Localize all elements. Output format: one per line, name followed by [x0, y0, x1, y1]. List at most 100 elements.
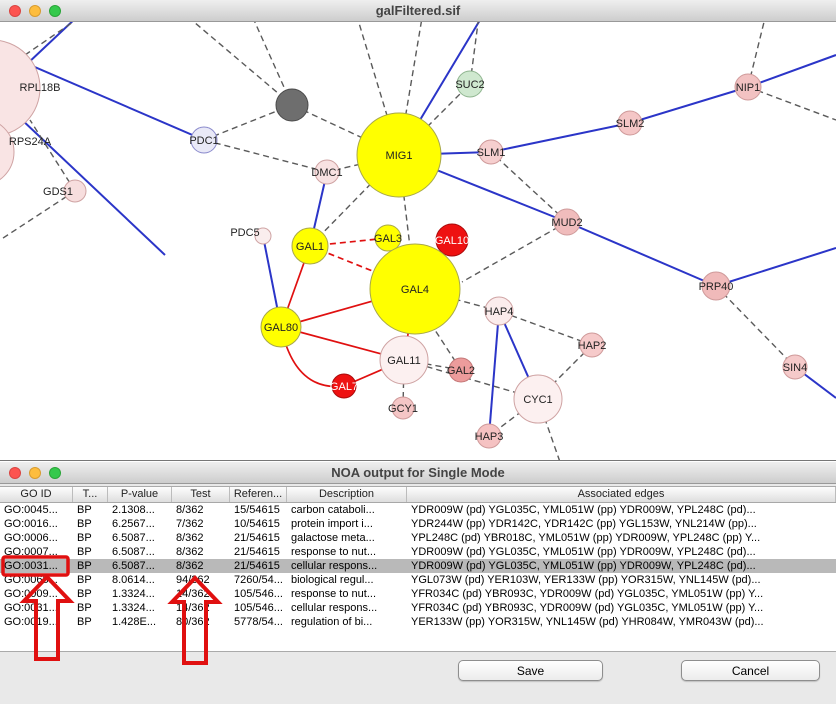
table-cell: GO:0019...	[4, 616, 58, 628]
table-cell: 1.3324...	[112, 602, 155, 614]
node-prp40[interactable]	[701, 271, 731, 301]
network-canvas[interactable]: RPL18BRPS24AGDS1PDC1MIG1SUC2SLM1SLM2NIP1…	[0, 22, 836, 460]
table-cell: biological regul...	[291, 574, 374, 586]
table-cell: 21/54615	[234, 532, 280, 544]
network-window-titlebar[interactable]: galFiltered.sif	[0, 0, 836, 22]
table-cell: BP	[77, 532, 92, 544]
cancel-button[interactable]: Cancel	[681, 660, 820, 681]
node-gds1[interactable]	[63, 179, 87, 203]
network-edge[interactable]	[747, 86, 836, 121]
network-edge[interactable]	[352, 22, 400, 156]
node-gal1[interactable]	[291, 227, 329, 265]
node-unlabeled[interactable]	[275, 88, 309, 122]
table-cell: protein import i...	[291, 518, 373, 530]
node-gal11[interactable]	[379, 335, 429, 385]
node-dmc1[interactable]	[314, 159, 340, 185]
network-edge[interactable]	[432, 326, 462, 371]
network-edge[interactable]	[715, 285, 796, 368]
node-rps24a[interactable]	[0, 118, 15, 186]
network-edge[interactable]	[203, 139, 328, 173]
table-cell: GO:0065...	[4, 574, 58, 586]
network-edge[interactable]	[0, 190, 76, 241]
node-label-pdc5: PDC5	[230, 227, 259, 239]
node-rpl18b[interactable]	[0, 40, 41, 136]
network-edge[interactable]	[488, 310, 500, 437]
network-edge[interactable]	[490, 122, 631, 153]
close-button[interactable]	[9, 4, 21, 17]
node-hap2[interactable]	[579, 332, 605, 358]
table-cell: 8.0614...	[112, 574, 155, 586]
network-edge[interactable]	[461, 221, 568, 283]
network-edge[interactable]	[168, 22, 293, 106]
node-gal4[interactable]	[369, 243, 461, 335]
table-cell: BP	[77, 602, 92, 614]
node-gal7[interactable]	[331, 373, 357, 399]
node-pdc1[interactable]	[190, 126, 218, 154]
node-gal80[interactable]	[260, 306, 302, 348]
table-cell: YFR034C (pd) YBR093C, YDR009W (pd) YGL03…	[411, 588, 764, 600]
table-cell: 14/362	[176, 602, 210, 614]
column-header-p-value[interactable]: P-value	[108, 487, 172, 502]
node-pdc5[interactable]	[254, 227, 272, 245]
network-edge[interactable]	[498, 310, 593, 346]
node-hap3[interactable]	[476, 423, 502, 449]
table-cell: 21/54615	[234, 560, 280, 572]
network-edge[interactable]	[490, 151, 568, 223]
table-cell: YPL248C (pd) YBR018C, YML051W (pp) YDR00…	[411, 532, 761, 544]
node-gal2[interactable]	[448, 357, 474, 383]
network-edge[interactable]	[629, 86, 749, 124]
network-edge[interactable]	[457, 299, 500, 312]
node-gal3[interactable]	[374, 224, 402, 252]
node-mig1[interactable]	[356, 112, 442, 198]
table-cell: 1.3324...	[112, 588, 155, 600]
network-window-title: galFiltered.sif	[375, 3, 461, 18]
network-edge[interactable]	[398, 22, 425, 156]
node-cyc1[interactable]	[513, 374, 563, 424]
column-header-referen[interactable]: Referen...	[230, 487, 287, 502]
network-edge[interactable]	[19, 117, 166, 256]
minimize-button[interactable]	[29, 466, 41, 479]
network-edge[interactable]	[566, 221, 717, 287]
save-button[interactable]: Save	[458, 660, 603, 681]
network-edge[interactable]	[203, 104, 293, 141]
node-suc2[interactable]	[456, 70, 484, 98]
network-edge[interactable]	[469, 22, 481, 85]
node-label-rpl18b: RPL18B	[20, 82, 61, 94]
column-header-associated-edges[interactable]: Associated edges	[407, 487, 836, 502]
zoom-button[interactable]	[49, 466, 61, 479]
node-slm2[interactable]	[617, 110, 643, 136]
node-gcy1[interactable]	[391, 396, 415, 420]
node-label-hap4: HAP4	[485, 306, 514, 318]
column-header-t[interactable]: T...	[73, 487, 108, 502]
node-nip1[interactable]	[734, 73, 762, 101]
node-gal10[interactable]	[435, 223, 469, 257]
network-edge[interactable]	[747, 54, 836, 88]
column-header-go-id[interactable]: GO ID	[0, 487, 73, 502]
zoom-button[interactable]	[49, 4, 61, 17]
table-cell: BP	[77, 504, 92, 516]
minimize-button[interactable]	[29, 4, 41, 17]
column-header-description[interactable]: Description	[287, 487, 407, 502]
node-sin4[interactable]	[782, 354, 808, 380]
node-label-gal3: GAL3	[374, 233, 402, 245]
node-mud2[interactable]	[553, 208, 581, 236]
node-slm1[interactable]	[478, 139, 504, 165]
column-header-test[interactable]: Test	[172, 487, 230, 502]
close-button[interactable]	[9, 466, 21, 479]
network-edge[interactable]	[29, 119, 76, 192]
network-edge[interactable]	[398, 83, 471, 156]
network-edge[interactable]	[715, 247, 836, 287]
table-cell: 5778/54...	[234, 616, 283, 628]
noa-window-titlebar[interactable]: NOA output for Single Mode	[0, 462, 836, 484]
node-hap4[interactable]	[484, 296, 514, 326]
